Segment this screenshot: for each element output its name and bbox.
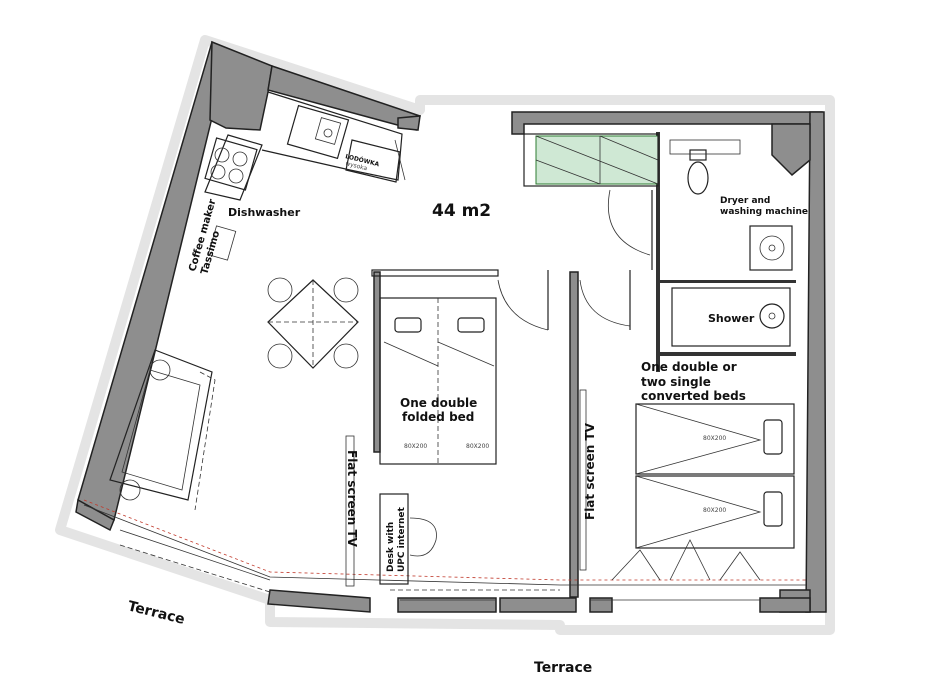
bedroom2-tv-label: Flat screen TV (583, 422, 597, 520)
bedroom1-mattress-left: 80X200 (404, 443, 427, 450)
desk-icon (379, 493, 409, 585)
shower-label: Shower (708, 312, 755, 325)
desk-label: Desk with (386, 522, 396, 572)
dryer-label: Dryer and (720, 196, 770, 206)
fridge-icon (345, 139, 406, 183)
pillow-icon (457, 317, 485, 333)
pillow-icon (394, 317, 422, 333)
washbasin-icon (749, 225, 793, 271)
pillow-icon (763, 419, 783, 455)
stove-icon (204, 137, 258, 191)
terrace-left-label: Terrace (126, 598, 186, 628)
window-lines (83, 499, 806, 601)
bedroom2-bed-sublabel2: converted beds (641, 389, 746, 403)
bedroom2-bed-label: One double or (641, 360, 737, 374)
terrace-bottom-label: Terrace (534, 660, 592, 676)
bathroom: Dryer and washing machine Shower (523, 133, 808, 347)
sink-icon (286, 104, 350, 160)
area-label: 44 m2 (432, 201, 491, 221)
sofa-icon (109, 349, 216, 511)
bedroom2-mattress-top: 80X200 (703, 435, 726, 442)
bedroom1-bed-sublabel: folded bed (402, 410, 474, 424)
desk-sublabel: UPC internet (397, 507, 407, 572)
dining-table-icon (267, 277, 359, 369)
shower-icon (671, 287, 791, 347)
coffee-maker-icon (207, 225, 237, 261)
dishwasher-label: Dishwasher (228, 206, 301, 219)
bedroom2-bed-sublabel: two single (641, 375, 711, 389)
living-tv-label: Flat screen TV (345, 450, 359, 548)
bedroom1: One double folded bed 80X200 80X200 Desk… (371, 269, 549, 585)
living-tv-icon (345, 435, 355, 587)
bedroom2-tv-icon (579, 389, 587, 571)
bedroom1-mattress-right: 80X200 (466, 443, 489, 450)
pillow-icon (763, 491, 783, 527)
toilet-icon (687, 149, 709, 195)
dryer-sublabel: washing machine (720, 207, 808, 217)
plan-halo (55, 35, 835, 635)
bedroom1-bed-label: One double (400, 396, 477, 410)
walls (75, 40, 827, 613)
bedroom2: Flat screen TV One double or two single … (579, 270, 795, 581)
bedroom2-mattress-bottom: 80X200 (703, 507, 726, 514)
